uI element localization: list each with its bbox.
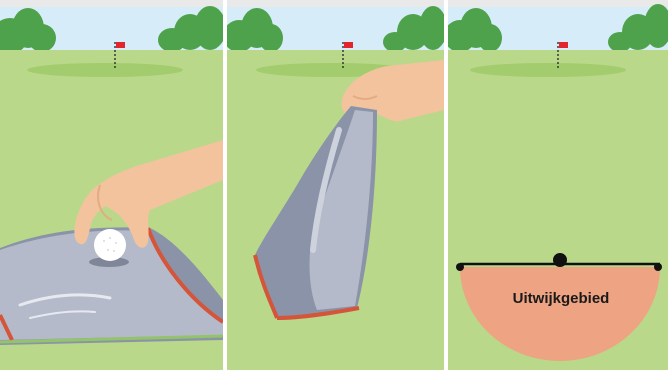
panel-pick-up-ball bbox=[0, 0, 223, 370]
relief-area: Uitwijkgebied bbox=[456, 253, 662, 361]
ball-position-marker bbox=[553, 253, 567, 267]
panel-relief-area: Uitwijkgebied bbox=[448, 0, 668, 370]
tree-line bbox=[448, 4, 668, 52]
relief-area-label: Uitwijkgebied bbox=[513, 290, 610, 307]
golf-ball-icon bbox=[89, 229, 129, 267]
flag-icon bbox=[342, 42, 353, 70]
flag-icon bbox=[114, 42, 125, 70]
towel bbox=[253, 106, 377, 320]
hand bbox=[74, 140, 223, 248]
panel-lift-towel bbox=[227, 0, 444, 370]
putting-green bbox=[27, 63, 183, 77]
flag-icon bbox=[557, 42, 568, 70]
towel bbox=[0, 227, 223, 345]
tree-line bbox=[0, 6, 223, 54]
putting-green bbox=[470, 63, 626, 77]
hand bbox=[341, 60, 444, 122]
tree-line bbox=[227, 6, 444, 52]
